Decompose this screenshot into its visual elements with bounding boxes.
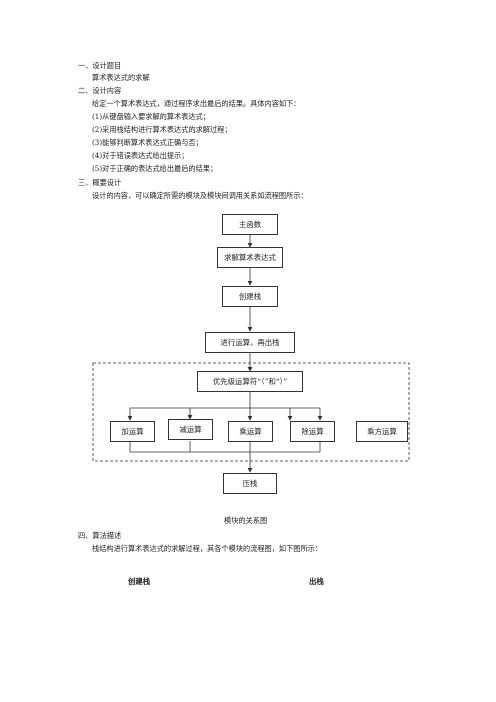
section-2-item-4: (4)对于错误表达式给出提示； [92,151,189,160]
subheading-create-stack: 创建栈 [128,577,151,586]
box-operator-priority: 优先级运算符“（”和“）” [197,371,303,392]
dashed-group-border [92,362,410,462]
box-compute-pop: 进行运算，再出栈 [205,332,295,353]
box-create-stack: 创建栈 [222,286,278,307]
section-3-heading: 三、概要设计 [78,178,122,187]
section-1-heading: 一、设计题目 [78,61,122,70]
box-op-power: 乘方运算 [356,421,408,442]
box-op-divide: 除运算 [290,421,335,442]
subheading-pop-stack: 出栈 [309,577,324,586]
section-2-item-5: (5)对于正确的表达式给出最后的结果； [92,164,218,173]
box-op-multiply: 乘运算 [228,421,273,442]
box-op-add: 加运算 [110,421,155,442]
section-4-body: 栈结构进行算术表达式的求解过程，其各个模块的流程图，如下图所示： [92,544,323,553]
box-push-stack: 压栈 [223,473,277,494]
section-1-body: 算术表达式的求解 [92,73,150,82]
section-3-body: 设计的内容，可以确定所需的模块及模块间调用关系如流程图所示： [92,191,308,200]
section-4-heading: 四、算法描述 [78,531,122,540]
section-2-item-1: (1)从键盘输入要求解的算术表达式； [92,112,210,121]
section-2-heading: 二、设计内容 [78,86,122,95]
box-solve-expression: 求解算术表达式 [217,247,283,268]
section-2-intro: 给定一个算术表达式，通过程序求出最后的结果。具体内容如下： [92,99,301,108]
diagram-caption: 模块的关系图 [224,516,268,525]
section-2-item-2: (2)采用栈结构进行算术表达式的求解过程； [92,125,232,134]
section-2-item-3: (3)能够判断算术表达式正确与否； [92,138,203,147]
box-op-subtract: 减运算 [168,419,213,440]
box-main-function: 主函数 [222,214,278,235]
